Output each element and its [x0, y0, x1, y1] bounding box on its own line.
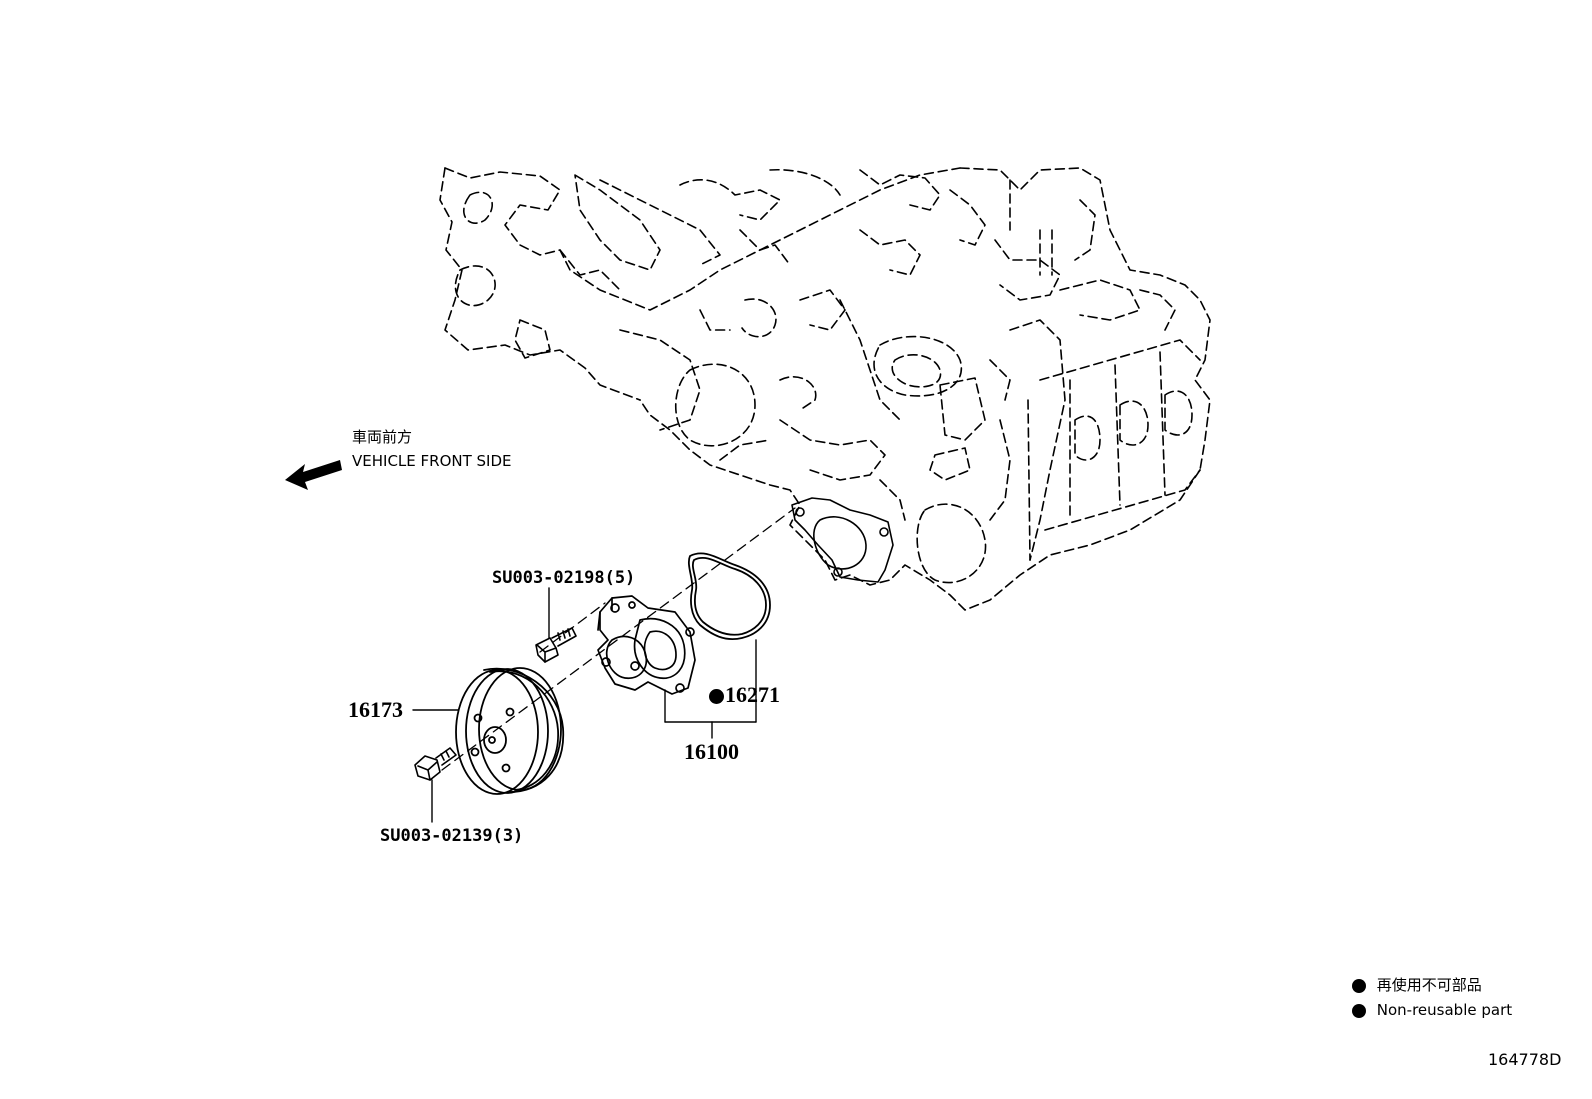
legend-dot-icon	[1352, 1003, 1366, 1018]
callout-bolt-bottom: SU003-02139(3)	[380, 826, 524, 846]
leader-lines	[412, 587, 757, 823]
vehicle-front-label-en: VEHICLE FRONT SIDE	[352, 452, 512, 470]
engine-pump-mount	[791, 497, 894, 583]
legend-text-jp: 再使用不可部品	[1376, 976, 1482, 994]
callout-gasket-text: 16271	[725, 682, 780, 707]
water-pump-pulley	[455, 667, 565, 795]
callout-water-pump: 16100	[684, 739, 739, 764]
assembly-centerline	[441, 507, 796, 771]
legend-dot-icon	[1352, 978, 1366, 993]
callout-gasket: 16271	[709, 684, 780, 706]
vehicle-front-label-jp: 車両前方	[352, 428, 413, 446]
gasket-o-ring	[688, 552, 771, 640]
legend-text-en: Non-reusable part	[1376, 1001, 1513, 1019]
water-pump	[597, 595, 696, 695]
engine-block-outline	[439, 167, 1211, 611]
figure-id: 164778D	[1488, 1050, 1562, 1069]
front-direction-arrow	[285, 460, 342, 490]
legend-jp: 再使用不可部品	[1352, 978, 1482, 993]
callout-pulley: 16173	[348, 697, 403, 722]
bolt-bottom	[414, 747, 457, 781]
callout-bolt-top: SU003-02198(5)	[492, 568, 636, 588]
bolt-top	[535, 627, 577, 663]
legend-en: Non-reusable part	[1352, 1003, 1512, 1018]
non-reusable-dot-icon	[709, 689, 724, 705]
